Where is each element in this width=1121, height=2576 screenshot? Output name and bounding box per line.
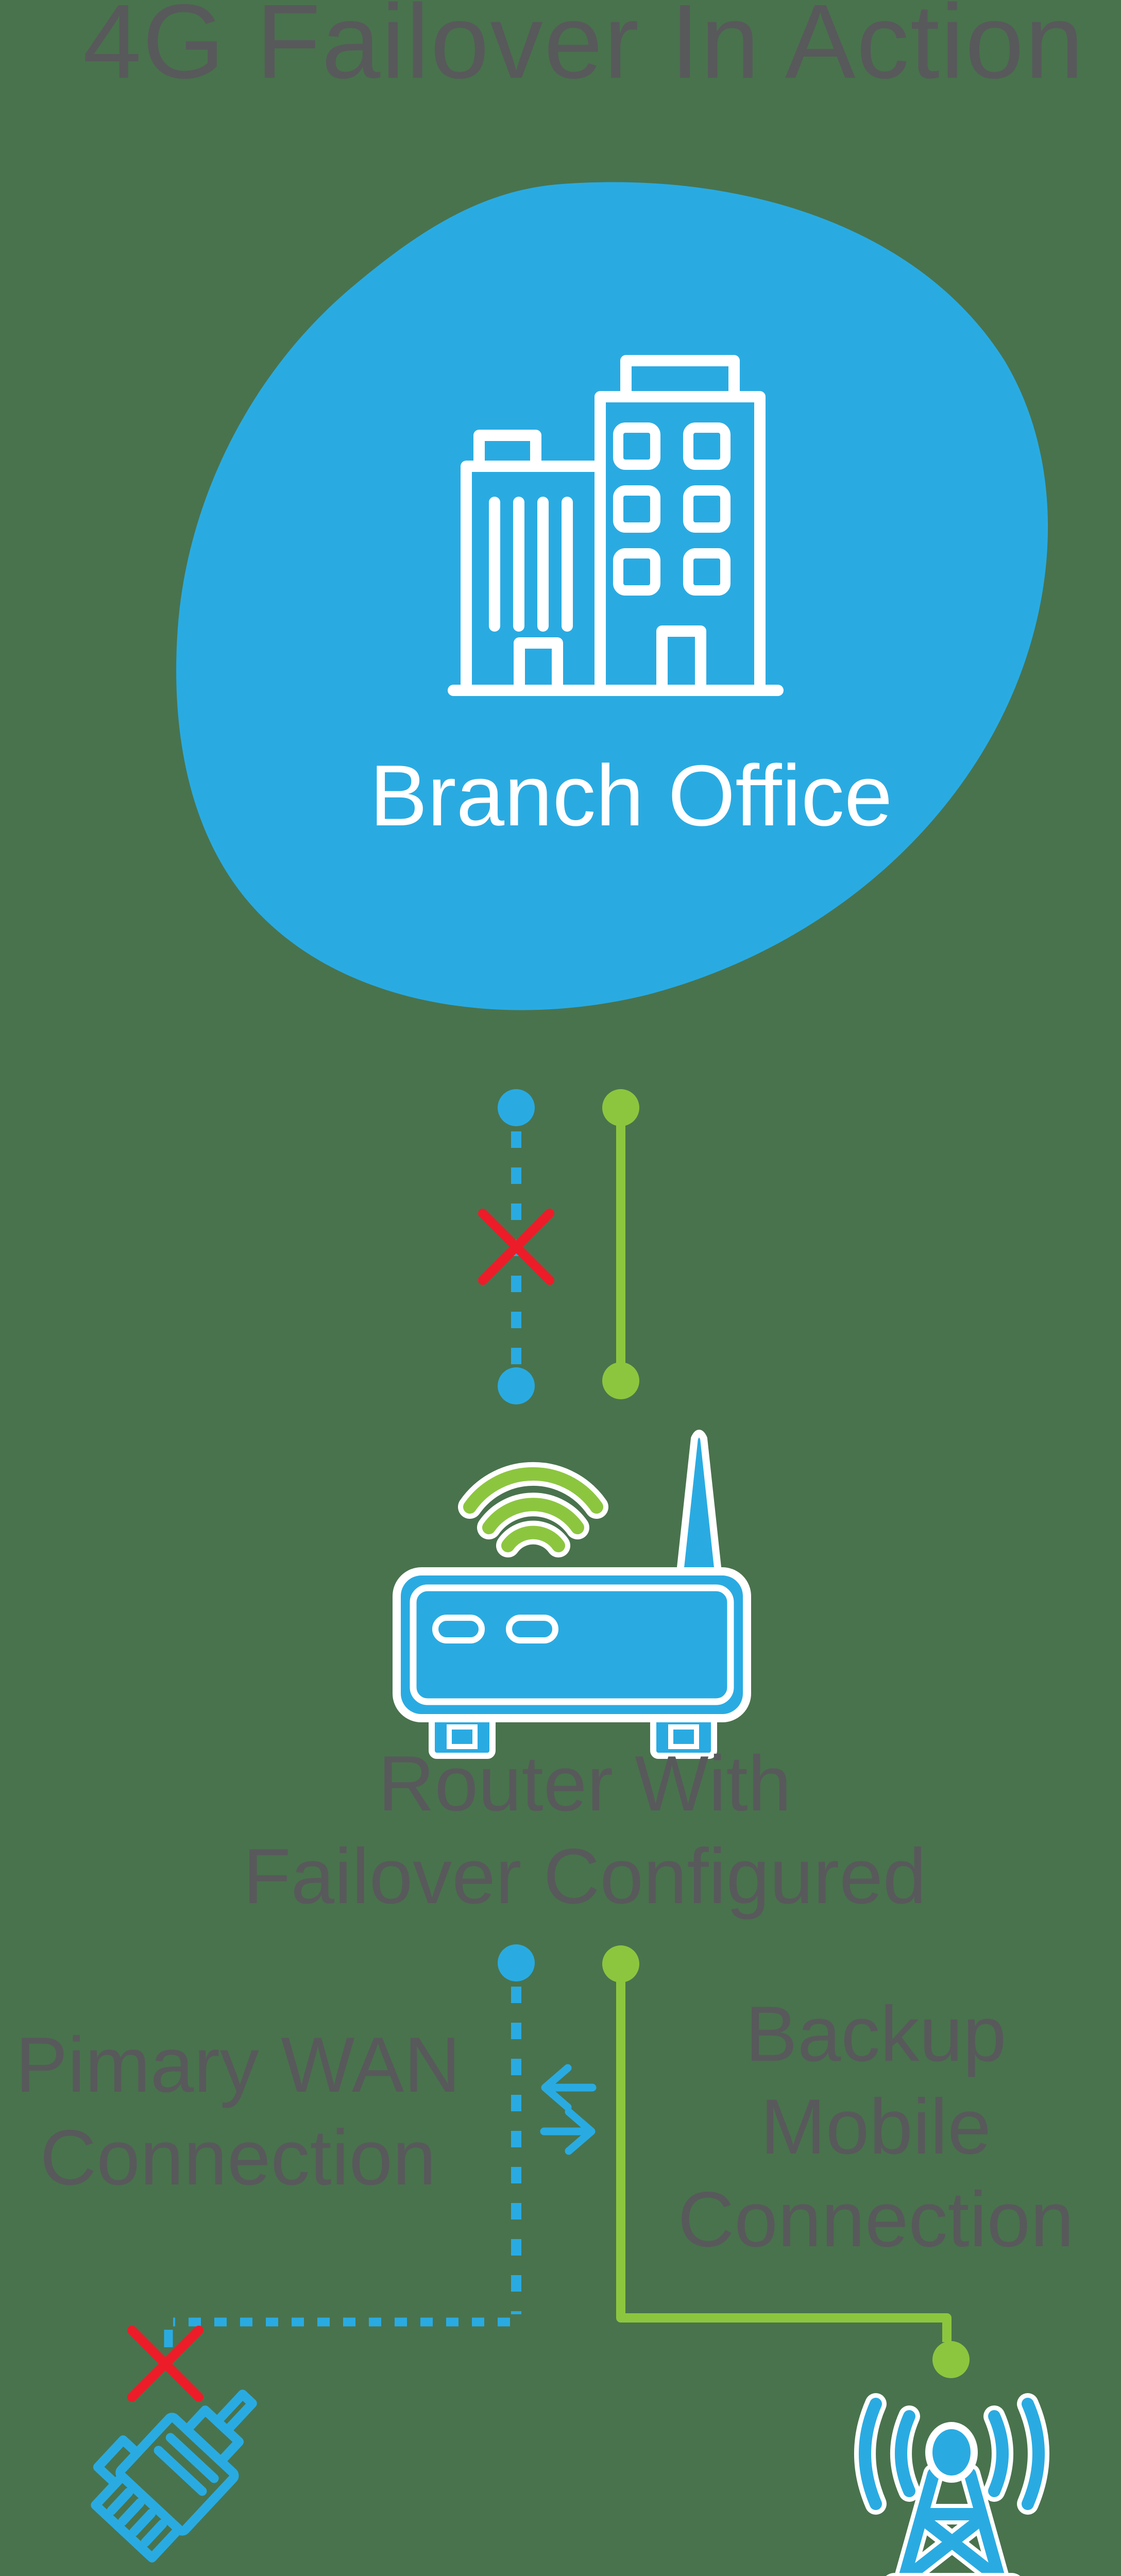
primary-wan-label-line1: Pimary WAN	[15, 2021, 461, 2109]
office-building-icon	[448, 355, 784, 696]
failover-direction-arrows	[540, 2064, 597, 2155]
ethernet-plug-icon	[91, 2389, 257, 2563]
cell-tower-icon	[854, 2393, 1049, 2576]
backup-line-segment-1	[602, 1089, 639, 1399]
red-x-failure-icon-bottom	[127, 2326, 203, 2402]
router-antenna	[675, 1430, 723, 1585]
backup-mobile-label: Backup Mobile Connection	[678, 1988, 1074, 2266]
page-title: 4G Failover In Action	[82, 0, 1085, 100]
branch-office-blob	[176, 182, 1048, 1010]
arrow-right-icon	[540, 2108, 596, 2155]
router-label-line2: Failover Configured	[243, 1833, 927, 1921]
arrow-left-icon	[541, 2064, 597, 2111]
branch-office-label: Branch Office	[369, 747, 893, 844]
backup-mobile-label-line2: Mobile	[760, 2083, 991, 2171]
primary-wan-label: Pimary WAN Connection	[15, 2019, 461, 2204]
router-label-line1: Router With	[378, 1740, 792, 1827]
router-label: Router With Failover Configured	[243, 1737, 926, 1923]
primary-line-segment-2	[164, 1944, 535, 2347]
red-x-failure-icon-top	[478, 1209, 554, 1285]
backup-mobile-label-line3: Connection	[677, 2176, 1074, 2264]
backup-line-segment-2	[602, 1945, 970, 2378]
primary-wan-label-line2: Connection	[40, 2114, 436, 2202]
wifi-signal-icon	[458, 1462, 608, 1557]
router-icon	[393, 1430, 751, 1759]
backup-mobile-label-line1: Backup	[745, 1990, 1007, 2078]
